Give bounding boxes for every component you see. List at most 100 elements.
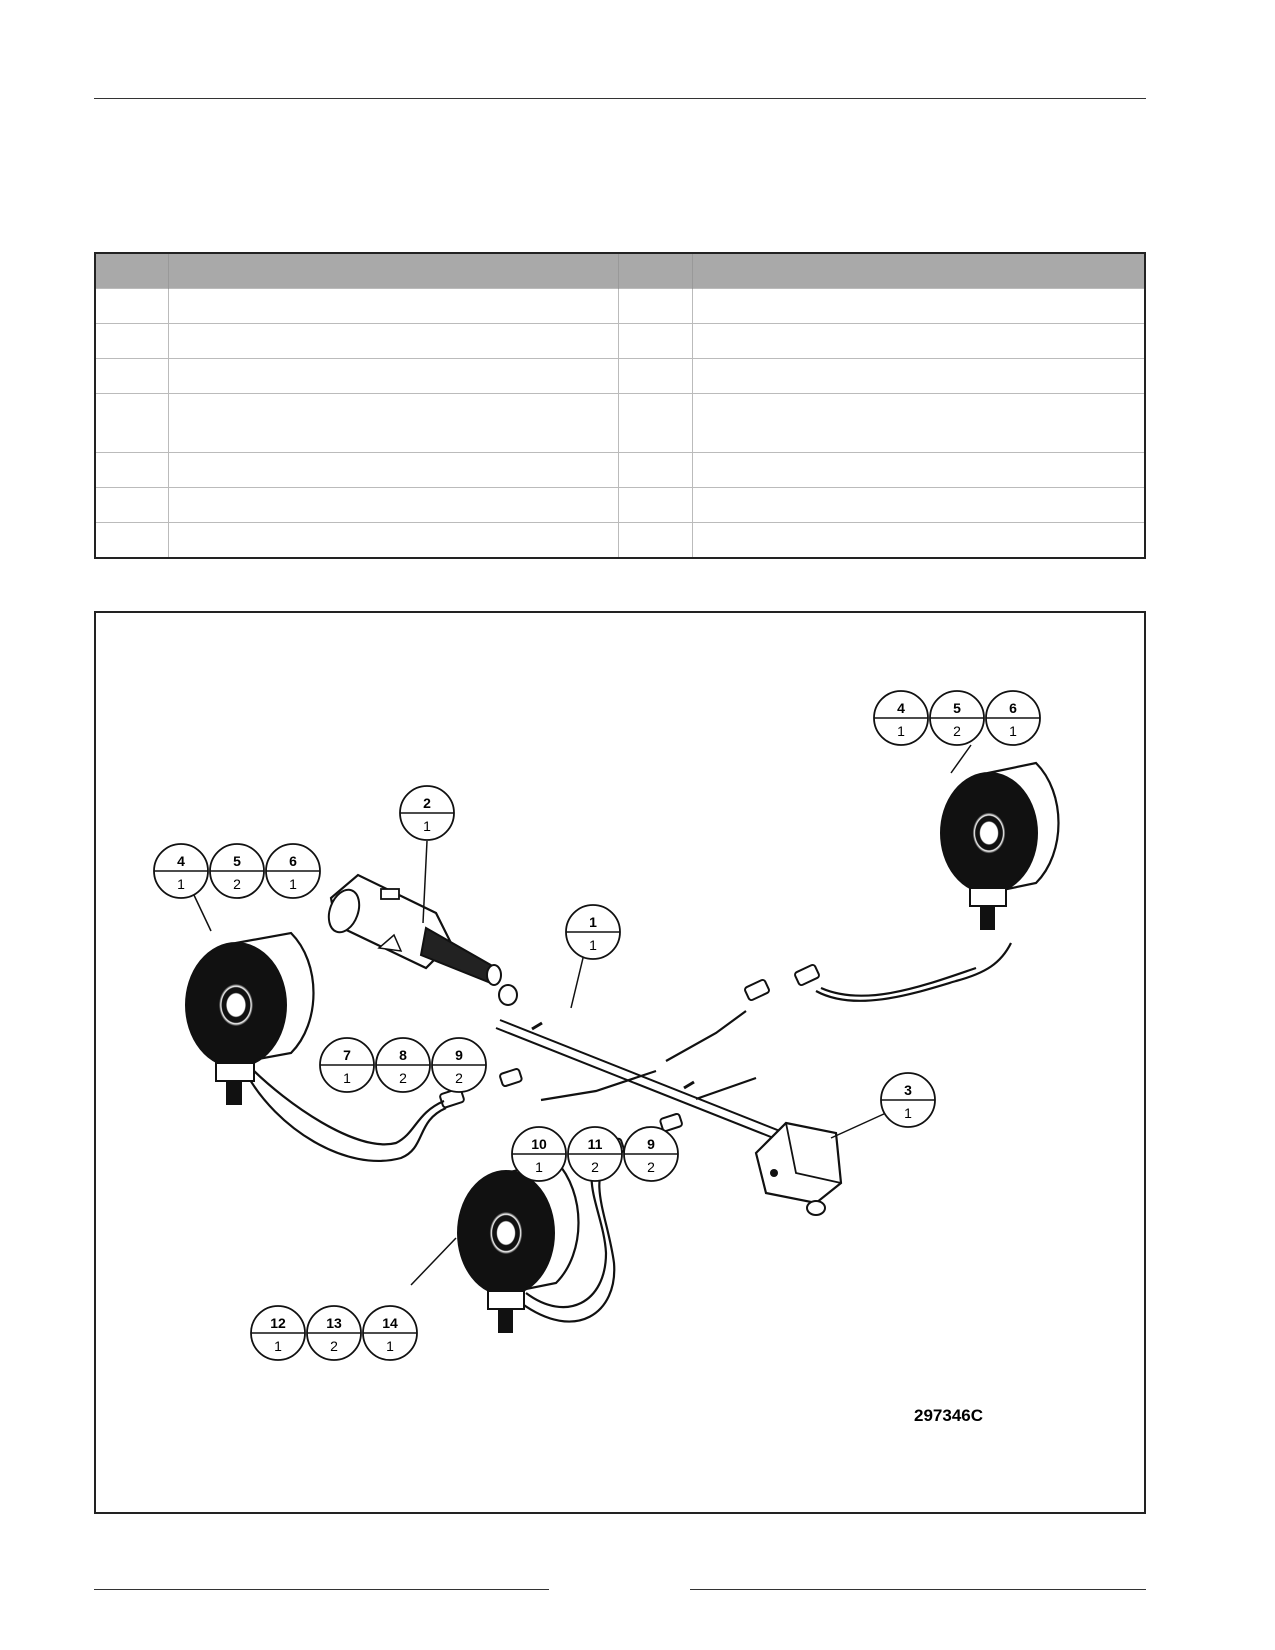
footer-rule-right [690,1589,1146,1590]
callout-group-connector-left: 7 1 8 2 9 2 [319,1037,487,1093]
header-cell [95,253,169,289]
callout-number: 13 [326,1315,342,1331]
table-cell [618,487,693,523]
table-cell [168,393,619,453]
callout-number: 8 [399,1047,407,1063]
callout-number: 4 [897,700,905,716]
callout-7: 7 1 [319,1037,375,1093]
table-cell [618,452,693,488]
callout-number: 1 [589,914,597,930]
callout-5: 5 2 [929,690,985,746]
branch-wires [540,942,1012,1102]
callout-12: 12 1 [250,1305,306,1361]
callout-number: 14 [382,1315,398,1331]
footer-rule-left [94,1589,549,1590]
callout-5: 5 2 [209,843,265,899]
callout-3: 3 1 [880,1072,936,1128]
callout-number: 9 [455,1047,463,1063]
callout-quantity: 1 [177,876,185,892]
callout-quantity: 1 [274,1338,282,1354]
table-cell [618,288,693,324]
table-cell [168,522,619,558]
callout-13: 13 2 [306,1305,362,1361]
lamp-right [940,761,1060,930]
callout-number: 5 [953,700,961,716]
callout-4: 4 1 [873,690,929,746]
callout-number: 6 [289,853,297,869]
callout-number: 11 [588,1136,603,1152]
callout-number: 6 [1009,700,1017,716]
callout-number: 7 [343,1047,351,1063]
lamp-left [185,931,315,1105]
table-cell [618,323,693,359]
table-cell [95,487,169,523]
table-cell [168,452,619,488]
table-header-row [95,253,1145,289]
callout-quantity: 2 [399,1070,407,1086]
table-row [95,487,1145,523]
header-cell [168,253,619,289]
callout-number: 9 [647,1136,655,1152]
callout-2: 2 1 [399,785,455,841]
callout-quantity: 1 [1009,723,1017,739]
callout-quantity: 2 [591,1159,599,1175]
callout-number: 4 [177,853,185,869]
table-cell [168,323,619,359]
table-cell [618,522,693,558]
parts-table [94,252,1146,559]
table-cell [618,393,693,453]
callout-10: 10 1 [511,1126,567,1182]
table-cell [95,358,169,394]
callout-group-right-lamp: 4 1 5 2 6 1 [873,690,1041,746]
callout-4: 4 1 [153,843,209,899]
table-row [95,323,1145,359]
callout-1: 1 1 [565,904,621,960]
callout-number: 3 [904,1082,912,1098]
header-cell [618,253,693,289]
header-cell [692,253,1145,289]
table-cell [692,522,1145,558]
table-cell [692,452,1145,488]
table-row [95,393,1145,453]
callout-quantity: 1 [343,1070,351,1086]
table-row [95,522,1145,558]
table-cell [692,288,1145,324]
callout-group-connector-middle: 10 1 11 2 9 2 [511,1126,679,1182]
diagram-svg: 1 1 2 1 3 1 4 1 5 [153,690,1060,1425]
table-cell [168,288,619,324]
table-cell [692,358,1145,394]
callout-6: 6 1 [265,843,321,899]
callout-number: 10 [531,1136,547,1152]
callout-quantity: 1 [897,723,905,739]
callout-6: 6 1 [985,690,1041,746]
table-row [95,452,1145,488]
table-cell [95,452,169,488]
callout-quantity: 1 [904,1105,912,1121]
callout-number: 2 [423,795,431,811]
callout-group-bottom-lamp: 12 1 13 2 14 1 [250,1305,418,1361]
callout-14: 14 1 [362,1305,418,1361]
table-cell [618,358,693,394]
callout-quantity: 2 [647,1159,655,1175]
callout-number: 12 [270,1315,286,1331]
callout-quantity: 1 [589,937,597,953]
figure-id: 297346C [914,1406,983,1425]
table-cell [168,358,619,394]
callout-quantity: 1 [289,876,297,892]
callout-quantity: 1 [423,818,431,834]
callout-quantity: 2 [455,1070,463,1086]
callout-quantity: 2 [330,1338,338,1354]
trailer-receptacle [754,1121,843,1216]
table-cell [95,288,169,324]
table-cell [692,393,1145,453]
callout-quantity: 1 [535,1159,543,1175]
connectors [439,963,820,1159]
wiring-diagram: 1 1 2 1 3 1 4 1 5 [94,611,1146,1514]
callout-leaders [192,744,972,1286]
callout-quantity: 2 [233,876,241,892]
main-harness [495,1019,791,1144]
table-cell [168,487,619,523]
table-cell [692,323,1145,359]
header-rule [94,98,1146,99]
table-row [95,288,1145,324]
